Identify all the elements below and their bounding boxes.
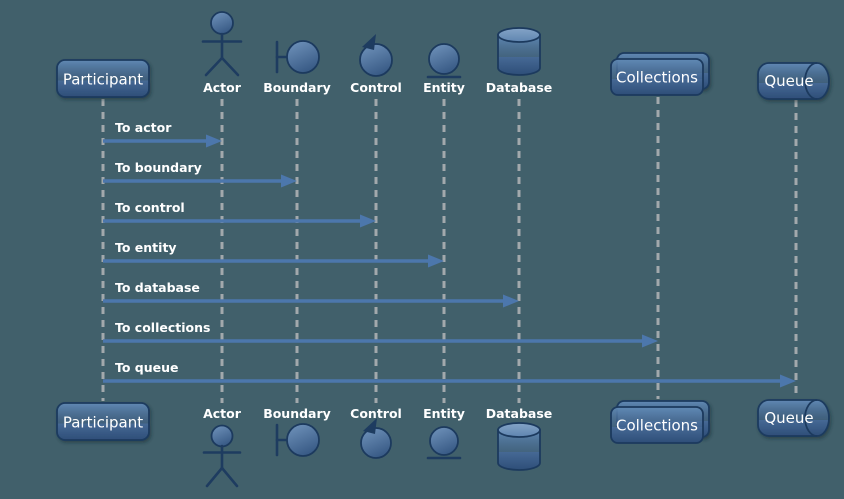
control-icon	[360, 418, 392, 459]
boundary-icon	[275, 40, 320, 74]
arrowhead-icon	[642, 334, 658, 348]
message-to-actor: To actor	[103, 120, 222, 148]
participant-shape-top: Participant	[56, 59, 150, 98]
database-label: Database	[486, 80, 553, 95]
entity-icon	[426, 426, 462, 460]
message-label: To actor	[115, 120, 172, 135]
collections-label: Collections	[616, 417, 698, 435]
message-label: To entity	[115, 240, 177, 255]
control-label: Control	[350, 80, 402, 95]
boundary-icon	[275, 423, 320, 457]
actor-label: Actor	[203, 406, 242, 421]
top-row: Participant Actor Boundary Control Entit…	[56, 11, 830, 100]
message-label: To database	[115, 280, 200, 295]
message-to-control: To control	[103, 200, 376, 228]
message-to-boundary: To boundary	[103, 160, 297, 188]
database-icon	[497, 27, 541, 76]
arrowhead-icon	[503, 294, 519, 308]
entity-label: Entity	[423, 406, 465, 421]
message-to-queue: To queue	[103, 360, 796, 388]
collections-shape-top: Collections	[610, 52, 710, 96]
message-to-database: To database	[103, 280, 519, 308]
database-icon	[497, 422, 541, 471]
entity-icon	[426, 43, 462, 79]
participant-label: Participant	[63, 71, 143, 89]
entity-label: Entity	[423, 80, 465, 95]
arrowhead-icon	[281, 174, 297, 188]
arrowhead-icon	[428, 254, 444, 268]
message-to-collections: To collections	[103, 320, 658, 348]
boundary-label: Boundary	[263, 406, 331, 421]
arrowhead-icon	[780, 374, 796, 388]
control-icon	[359, 34, 393, 77]
message-label: To collections	[115, 320, 210, 335]
actor-icon	[202, 424, 242, 488]
message-label: To control	[115, 200, 185, 215]
actor-icon	[201, 11, 243, 77]
collections-shape-bottom: Collections	[610, 400, 710, 444]
message-to-entity: To entity	[103, 240, 444, 268]
message-label: To boundary	[115, 160, 202, 175]
queue-shape-top: Queue	[757, 62, 830, 100]
queue-shape-bottom: Queue	[757, 399, 830, 437]
arrowhead-icon	[360, 214, 376, 228]
bottom-row: Participant Actor Boundary Control Entit…	[56, 399, 830, 488]
actor-label: Actor	[203, 80, 242, 95]
participant-shape-bottom: Participant	[56, 402, 150, 441]
message-label: To queue	[115, 360, 179, 375]
lifelines	[101, 97, 798, 403]
participant-label: Participant	[63, 414, 143, 432]
queue-label: Queue	[764, 72, 813, 90]
control-label: Control	[350, 406, 402, 421]
messages: To actor To boundary To control To entit…	[103, 120, 796, 388]
database-label: Database	[486, 406, 553, 421]
arrowhead-icon	[206, 134, 222, 148]
queue-label: Queue	[764, 409, 813, 427]
collections-label: Collections	[616, 69, 698, 87]
boundary-label: Boundary	[263, 80, 331, 95]
